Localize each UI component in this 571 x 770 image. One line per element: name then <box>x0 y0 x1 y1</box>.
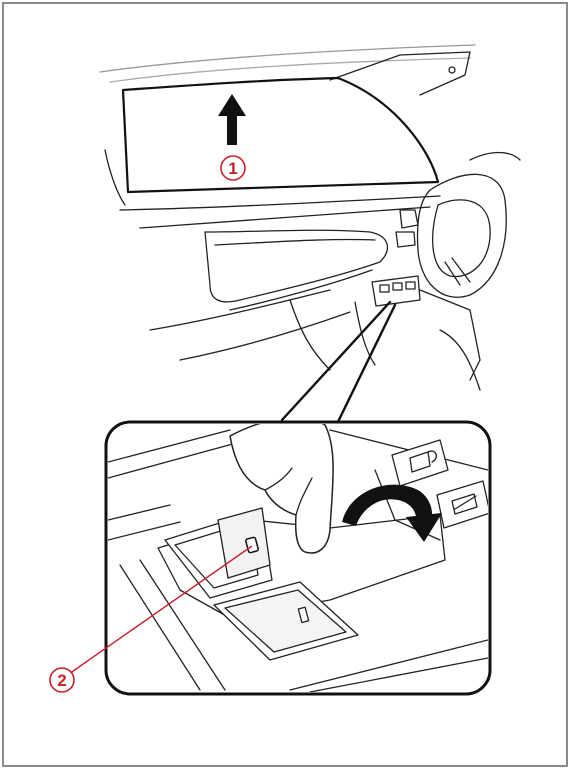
detail-inset <box>106 418 490 694</box>
callout-2-label: 2 <box>57 671 66 690</box>
callout-1-label: 1 <box>228 159 237 178</box>
callout-1-marker: 1 <box>221 156 245 180</box>
